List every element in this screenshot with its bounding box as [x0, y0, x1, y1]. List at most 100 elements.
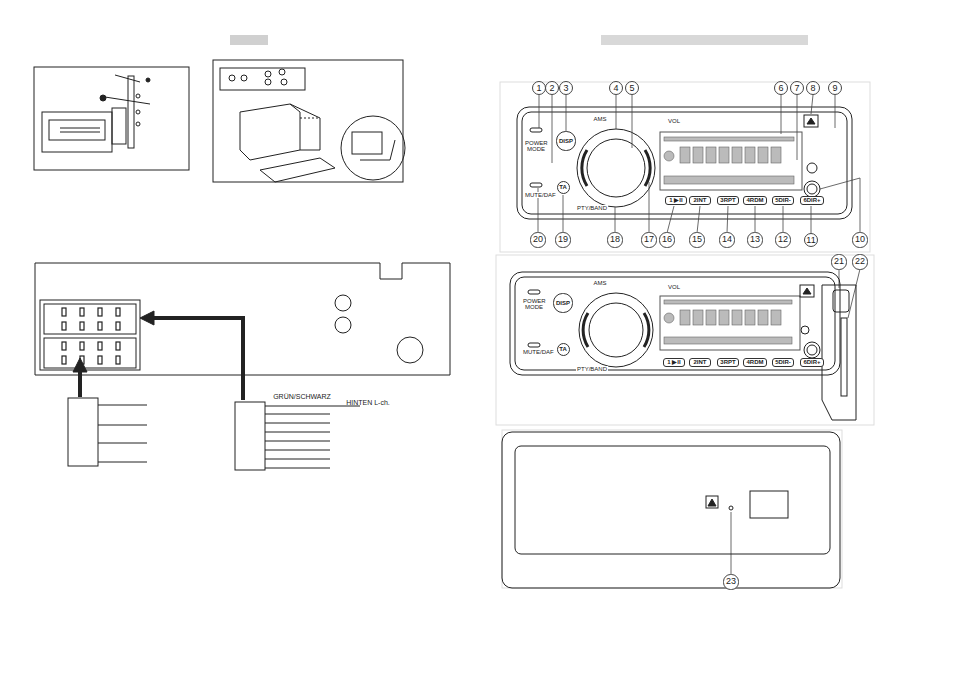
drawing-rect: [528, 290, 540, 294]
drawing-line: [848, 269, 860, 318]
drawing-rect: [800, 285, 814, 297]
drawing-rect: [62, 308, 66, 316]
drawing-line: [697, 206, 700, 233]
drawing-circle: [804, 342, 820, 358]
round-button: TA: [557, 343, 570, 356]
callout-number: 1: [532, 81, 546, 95]
drawing-circle: [589, 303, 643, 357]
node-text: 19: [558, 235, 568, 244]
drawing-circle: [146, 78, 150, 82]
drawing-circle: [664, 151, 674, 161]
callout-number: 12: [775, 232, 790, 247]
drawing-rect: [220, 68, 305, 90]
node-text: 12: [778, 235, 788, 244]
drawing-rect: [62, 342, 66, 350]
node-text: 1 ▶II: [669, 197, 682, 203]
drawing-rect: [235, 402, 265, 470]
drawing-line: [265, 432, 330, 433]
node-text: 5DIR-: [775, 359, 791, 365]
drawing-line: [727, 206, 728, 233]
drawing-line: [552, 95, 553, 163]
drawing-rect: [660, 132, 802, 190]
node-text: 5DIR-: [775, 197, 791, 203]
node-text: 2INT: [693, 359, 706, 365]
drawing-path: [644, 313, 649, 347]
drawing-rect: [771, 310, 781, 325]
drawing-line: [265, 459, 330, 460]
drawing-rect: [128, 76, 134, 148]
node-text: 7: [794, 84, 799, 93]
callout-number: 10: [852, 232, 867, 247]
node-text: 4RDM: [746, 197, 763, 203]
drawing-rect: [530, 183, 542, 187]
drawing-line: [98, 462, 147, 463]
drawing-circle: [807, 345, 817, 355]
callout-number: 3: [559, 81, 573, 95]
drawing-line: [616, 95, 617, 129]
drawing-rect: [528, 343, 540, 347]
drawing-circle: [136, 110, 140, 114]
preset-button: 2INT: [689, 196, 711, 205]
drawing-rect: [62, 356, 66, 364]
node-text: 15: [692, 235, 702, 244]
preset-button: 6DIR+: [800, 358, 823, 367]
node-text: 21: [834, 257, 844, 266]
drawing-line: [539, 95, 540, 128]
preset-button: 6DIR+: [800, 196, 823, 205]
drawing-rect: [515, 446, 830, 554]
control-label: POWER MODE: [522, 298, 546, 311]
drawing-path: [820, 178, 860, 233]
drawing-rect: [804, 115, 818, 127]
node-text: TA: [559, 184, 567, 190]
drawing-circle: [100, 95, 106, 101]
node-text: 22: [855, 257, 865, 266]
control-label: POWER MODE: [524, 140, 548, 153]
drawing-circle: [279, 69, 285, 75]
drawing-line: [632, 95, 633, 148]
drawing-rect: [530, 128, 542, 132]
drawing-line: [98, 443, 147, 444]
drawing-rect: [80, 342, 84, 350]
drawing-rect: [680, 147, 690, 163]
drawing-rect: [841, 318, 847, 396]
drawing-g: [664, 300, 792, 344]
drawing-line: [60, 132, 100, 133]
drawing-g: [62, 308, 120, 364]
drawing-rect: [664, 337, 792, 344]
drawing-rect: [758, 310, 768, 325]
callout-number: 11: [804, 233, 818, 247]
drawing-rect: [116, 342, 120, 350]
drawing-rect: [732, 310, 742, 325]
drawing-line: [835, 95, 836, 128]
drawing-rect: [116, 322, 120, 330]
drawing-path: [708, 499, 716, 506]
drawing-circle: [335, 317, 351, 333]
preset-button: 3RPT: [717, 358, 739, 367]
drawing-line: [265, 406, 360, 407]
drawing-line: [755, 206, 756, 233]
drawing-g: [34, 35, 874, 588]
callout-number: 15: [689, 232, 704, 247]
drawing-rect: [693, 310, 703, 325]
drawing-rect: [44, 338, 136, 368]
drawing-rect: [49, 120, 105, 140]
drawing-line: [105, 97, 150, 104]
drawing-path: [260, 158, 335, 182]
node-text: 17: [644, 235, 654, 244]
drawing-line: [265, 414, 330, 415]
drawing-circle: [801, 326, 809, 334]
drawing-circle: [397, 337, 423, 363]
drawing-circle: [136, 122, 140, 126]
callout-number: 4: [609, 81, 623, 95]
drawing-rect: [664, 137, 794, 141]
node-text: 6: [778, 84, 783, 93]
drawing-path: [807, 118, 815, 124]
drawing-circle: [341, 116, 405, 180]
drawing-path: [583, 313, 588, 347]
drawing-circle: [229, 75, 235, 81]
control-label: VOL: [667, 284, 681, 290]
drawing-line: [60, 128, 100, 129]
node-text: 2: [549, 84, 554, 93]
drawing-path: [822, 285, 856, 420]
drawing-rect: [213, 60, 403, 182]
